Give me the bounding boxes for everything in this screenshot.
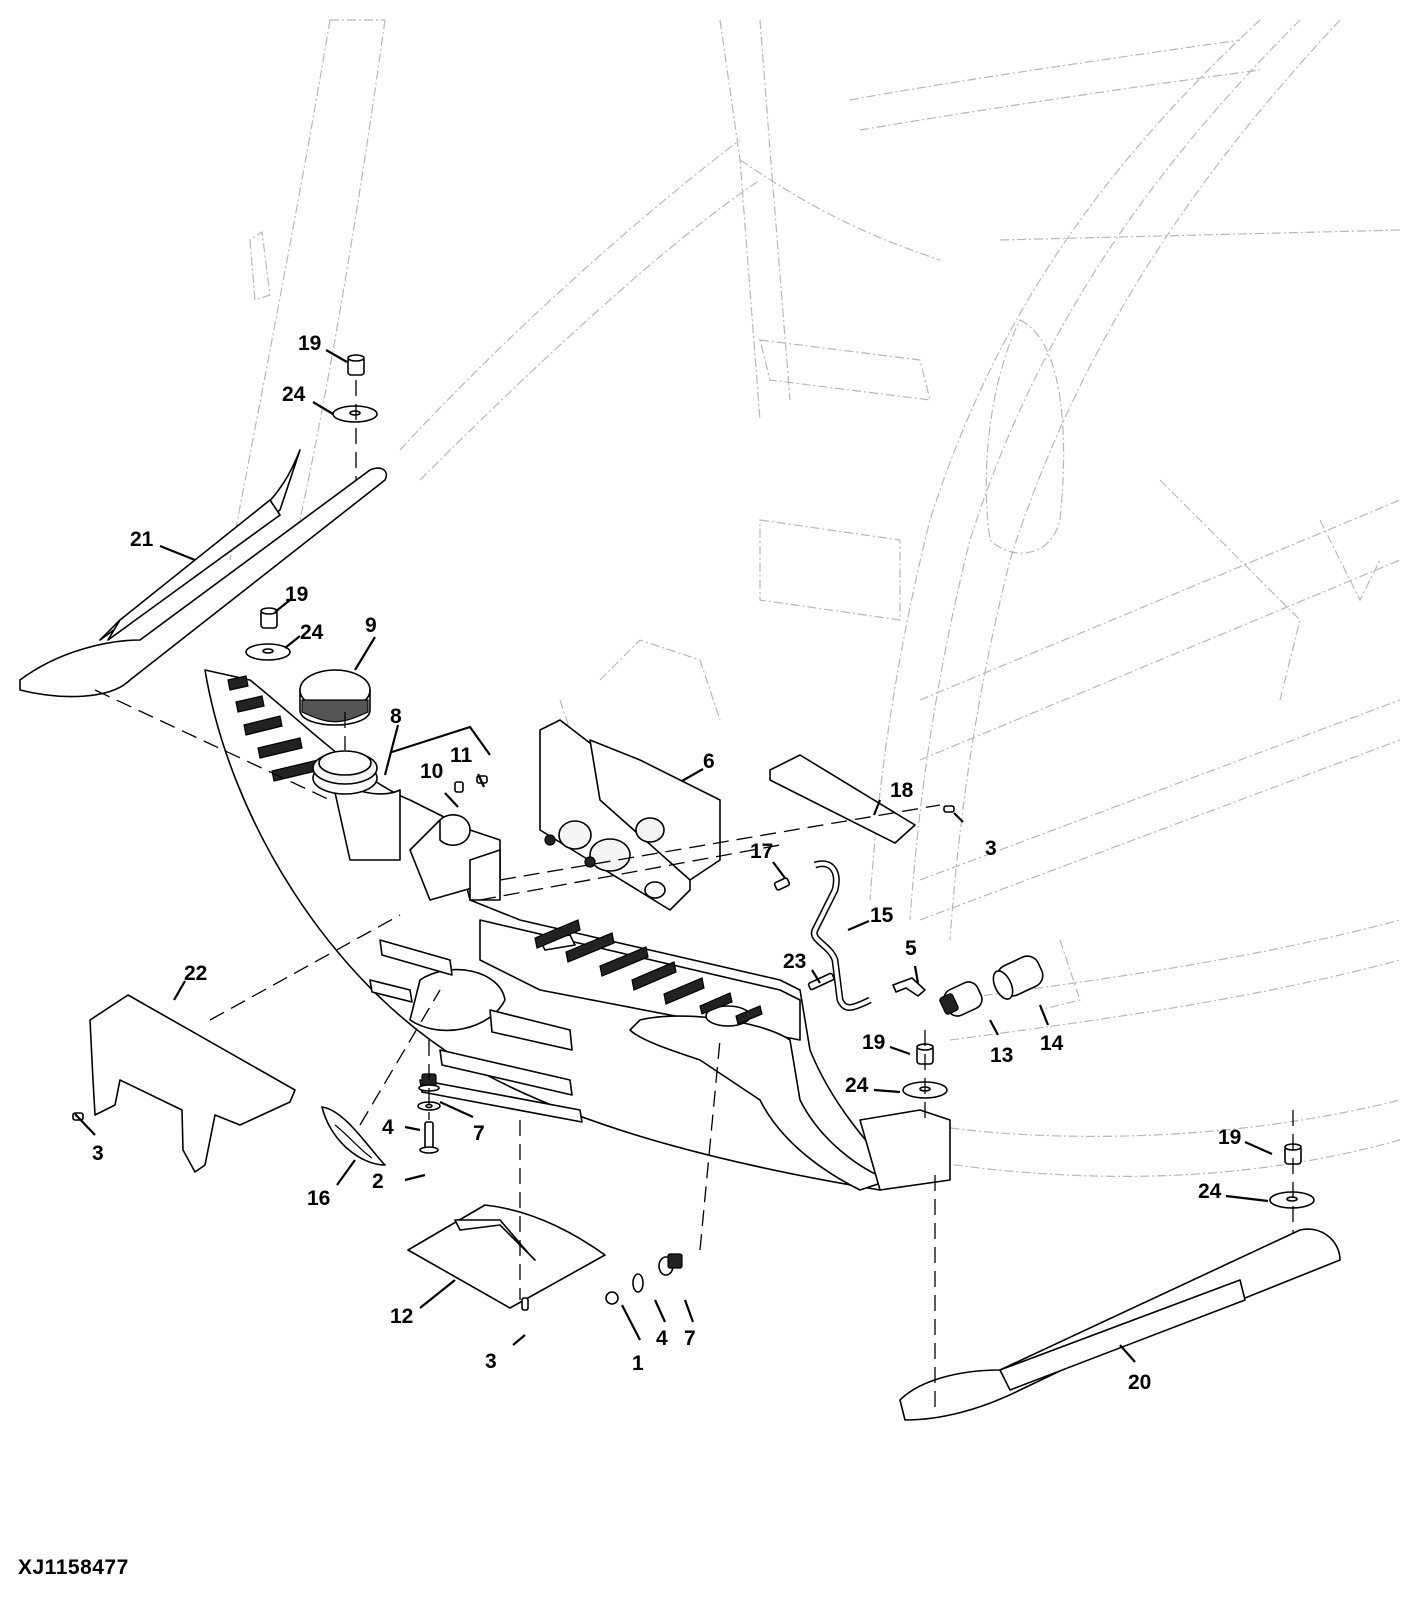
callouts: 19 24 21 19 24 9 8 10 11 6 17 18 3 15 23… — [92, 332, 1241, 1394]
part-21-rail — [19, 449, 388, 698]
callout-24: 24 — [282, 383, 306, 406]
part-5-elbow — [892, 977, 926, 997]
part-19-spacer-mid — [260, 607, 278, 629]
part-15-hose — [810, 860, 872, 1011]
part-17-fitting — [773, 877, 791, 891]
callout-24: 24 — [845, 1074, 869, 1097]
callout-18: 18 — [890, 779, 914, 802]
vent-slots-right — [534, 919, 763, 1025]
callout-9: 9 — [365, 614, 377, 637]
callout-15: 15 — [870, 904, 894, 927]
callout-6: 6 — [703, 750, 715, 773]
ghost-frame — [229, 19, 1401, 1177]
alignment-lines — [94, 689, 941, 1300]
callout-3: 3 — [92, 1142, 104, 1165]
part-23-pin — [807, 972, 835, 991]
callout-14: 14 — [1040, 1032, 1064, 1055]
main-grille-assembly — [204, 669, 901, 1191]
callout-13: 13 — [990, 1044, 1013, 1067]
callout-7: 7 — [684, 1327, 696, 1350]
callout-4: 4 — [656, 1327, 668, 1350]
figure-id: XJ1158477 — [18, 1556, 129, 1579]
vent-slots-left — [227, 675, 321, 782]
part-24-washer-mid — [245, 643, 291, 661]
callout-24: 24 — [300, 621, 324, 644]
callout-16: 16 — [307, 1187, 330, 1210]
part-12-plate — [407, 1204, 606, 1309]
callout-3: 3 — [485, 1350, 497, 1373]
callout-4: 4 — [382, 1116, 394, 1139]
callout-12: 12 — [390, 1305, 413, 1328]
part-6-motor-assembly — [539, 719, 721, 911]
part-22-guard — [89, 994, 296, 1173]
callout-24: 24 — [1198, 1180, 1222, 1203]
part-18-plate — [769, 754, 916, 844]
callout-20: 20 — [1128, 1371, 1151, 1394]
callout-19: 19 — [1218, 1126, 1241, 1149]
leader-lines — [74, 349, 1273, 1363]
callout-2: 2 — [372, 1170, 384, 1193]
callout-21: 21 — [130, 528, 154, 551]
part-20-rail — [899, 1228, 1341, 1421]
callout-19: 19 — [862, 1031, 885, 1054]
callout-8: 8 — [390, 705, 402, 728]
callout-11: 11 — [450, 744, 473, 767]
part-13-pump — [939, 981, 983, 1017]
part-16-emblem — [321, 1106, 386, 1166]
callout-22: 22 — [184, 962, 207, 985]
callout-1: 1 — [632, 1352, 644, 1375]
callout-19: 19 — [285, 583, 308, 606]
callout-19: 19 — [298, 332, 321, 355]
part-24-washer-far-right — [1269, 1191, 1315, 1209]
part-14-sleeve — [992, 955, 1044, 1000]
callout-23: 23 — [783, 950, 806, 973]
callout-5: 5 — [905, 937, 917, 960]
callout-10: 10 — [420, 760, 443, 783]
part-9-cap — [299, 669, 371, 726]
part-24-washer-top — [332, 405, 378, 423]
callout-17: 17 — [750, 840, 773, 863]
callout-7: 7 — [473, 1122, 485, 1145]
part-19-spacer-top — [347, 354, 365, 376]
callout-3: 3 — [985, 837, 997, 860]
fasteners — [72, 775, 955, 1311]
